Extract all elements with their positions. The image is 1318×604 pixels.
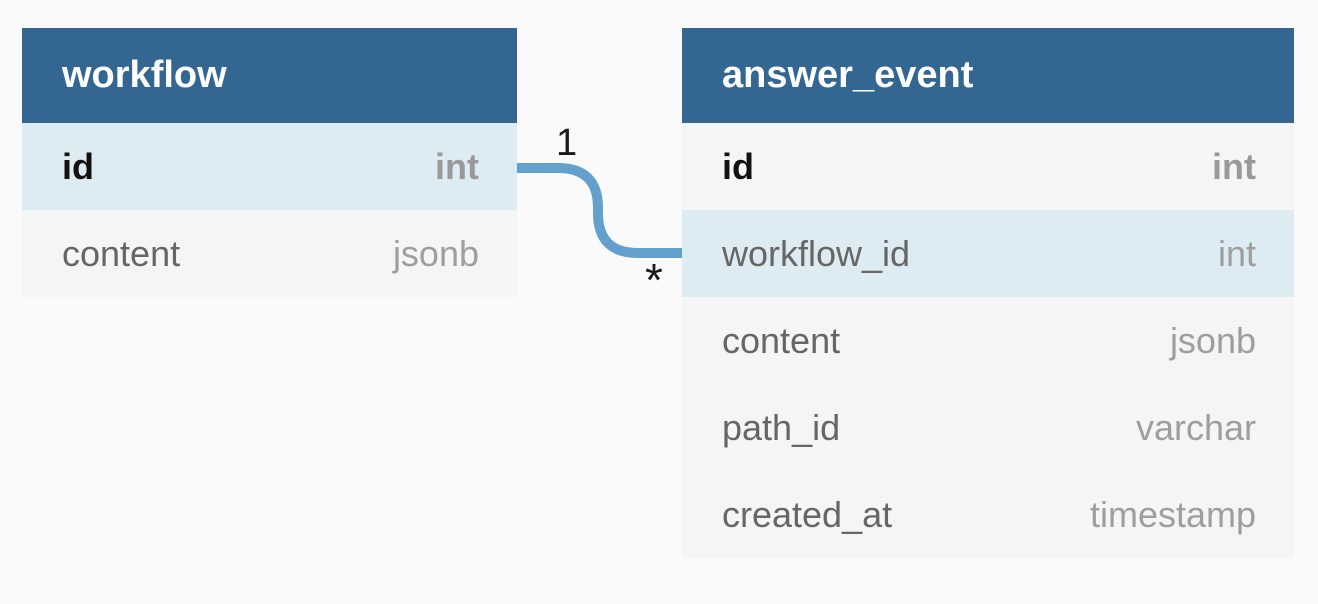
field-name: created_at: [722, 493, 893, 535]
field-type: jsonb: [1169, 319, 1256, 361]
table-row[interactable]: created_at timestamp: [682, 471, 1294, 558]
table-row[interactable]: content jsonb: [682, 297, 1294, 384]
field-type: int: [1217, 232, 1256, 274]
table-row[interactable]: path_id varchar: [682, 384, 1294, 471]
field-name: path_id: [722, 406, 841, 448]
table-title: answer_event: [722, 54, 974, 96]
field-name: id: [722, 145, 754, 187]
cardinality-one-label: 1: [556, 122, 578, 164]
table-row[interactable]: id int: [682, 123, 1294, 210]
field-name: content: [722, 319, 841, 361]
table-workflow[interactable]: workflow id int content jsonb: [22, 28, 517, 297]
table-header[interactable]: answer_event: [682, 28, 1294, 123]
field-type: jsonb: [392, 232, 479, 274]
table-rows: id int workflow_id int content jsonb path_id va…: [682, 123, 1294, 558]
field-name: id: [62, 145, 94, 187]
field-name: content: [62, 232, 181, 274]
field-type: int: [1212, 145, 1256, 187]
table-rows: id int content jsonb: [22, 123, 517, 297]
table-row[interactable]: workflow_id int: [682, 210, 1294, 297]
table-answer-event[interactable]: answer_event id int workflow_id int content j…: [682, 28, 1294, 558]
field-type: varchar: [1135, 406, 1256, 448]
table-row[interactable]: content jsonb: [22, 210, 517, 297]
field-type: timestamp: [1089, 493, 1256, 535]
field-name: workflow_id: [722, 232, 911, 274]
table-row[interactable]: id int: [22, 123, 517, 210]
table-header[interactable]: workflow: [22, 28, 517, 123]
table-title: workflow: [62, 54, 227, 96]
relationship-line[interactable]: [517, 163, 683, 258]
cardinality-many-label: *: [645, 254, 663, 306]
field-type: int: [435, 145, 479, 187]
